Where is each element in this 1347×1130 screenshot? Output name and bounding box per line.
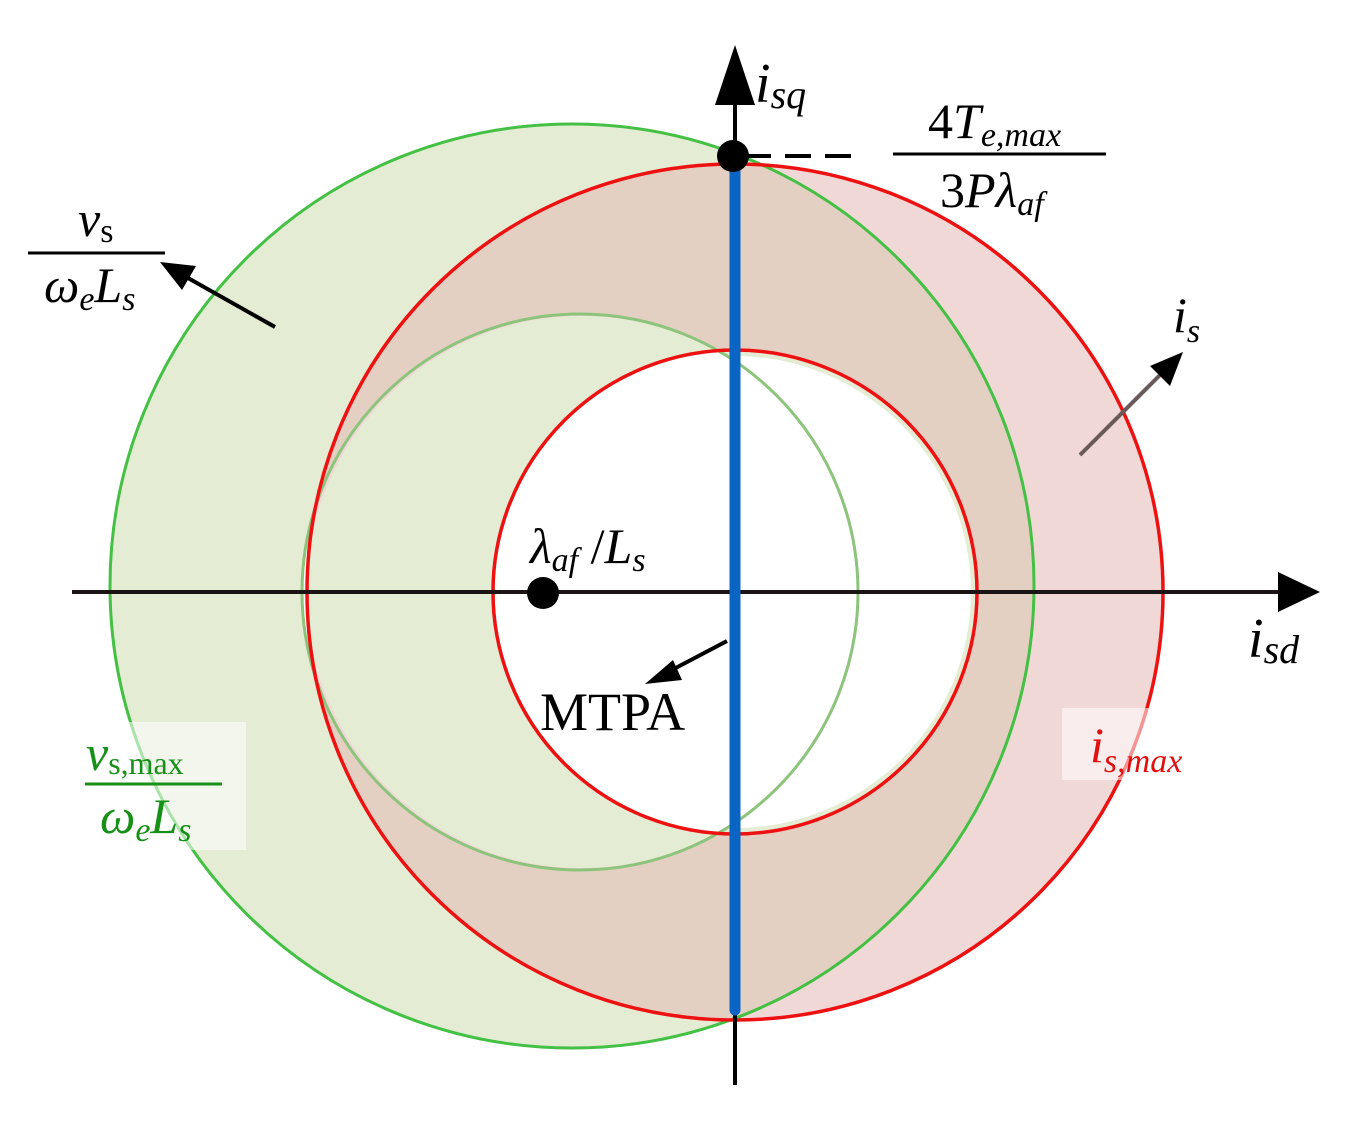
- voltage-max-label: vs,max ωeLs: [78, 722, 246, 850]
- region-fills: [110, 124, 1163, 1048]
- mtpa-pointer-arrow: [667, 639, 728, 674]
- voltage-circle-label: vs ωeLs: [28, 191, 165, 318]
- voltage-max-label-bg: [78, 722, 246, 850]
- torque-denominator: 3Pλaf: [940, 162, 1048, 223]
- current-max-label: is,max: [1062, 708, 1202, 780]
- arrow-head-icon: [160, 262, 196, 290]
- point-marker-icon: [717, 140, 749, 172]
- center-point-label: λaf /Ls: [528, 518, 646, 579]
- point-marker-icon: [527, 577, 559, 609]
- current-circle-label: is: [1173, 287, 1200, 350]
- mtpa-label: MTPA: [540, 682, 685, 742]
- arrow-head-icon: [1150, 352, 1183, 386]
- voltage-denominator: ωeLs: [44, 257, 135, 318]
- pointer-arrows: [160, 262, 1183, 684]
- isq-axis-label: isq: [755, 53, 806, 117]
- inner-green-crescent: [306, 316, 977, 868]
- torque-limit-label: 4Te,max 3Pλaf: [893, 93, 1106, 223]
- voltage-max-denominator: ωeLs: [100, 788, 191, 849]
- voltage-numerator: vs: [78, 191, 113, 250]
- arrow-head-icon: [1278, 572, 1320, 612]
- arrow-head-icon: [715, 45, 755, 105]
- voltage-limit-outer-circle: [108, 122, 1036, 1050]
- current-max-label-bg: [1062, 708, 1202, 780]
- voltage-pointer-arrow: [187, 276, 276, 329]
- torque-numerator: 4Te,max: [928, 93, 1061, 154]
- isd-axis-label: isd: [1248, 608, 1300, 672]
- arrow-head-icon: [645, 660, 682, 684]
- current-max-text: is,max: [1090, 717, 1182, 780]
- current-pointer-arrow: [1078, 373, 1162, 457]
- voltage-max-numerator: vs,max: [86, 725, 184, 781]
